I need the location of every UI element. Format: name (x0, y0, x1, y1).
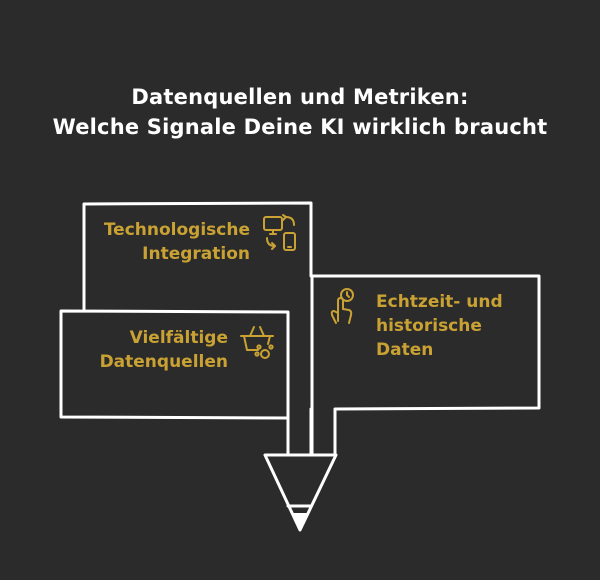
label-realtime-line-3: Daten (376, 340, 434, 360)
label-technology-line-1: Technologische (103, 220, 250, 240)
basket-icon (240, 326, 274, 359)
label-realtime-line-1: Echtzeit- und (376, 292, 503, 312)
label-realtime-line-2: historische (376, 316, 482, 336)
label-technology-line-2: Integration (142, 244, 250, 264)
hand-clock-icon (330, 288, 354, 324)
page-title: Datenquellen und Metriken: Welche Signal… (0, 82, 600, 142)
title-line-2: Welche Signale Deine KI wirklich braucht (52, 115, 548, 139)
label-sources-line-2: Datenquellen (99, 352, 228, 372)
label-sources-line-1: Vielfältige (129, 328, 228, 348)
devices-sync-icon (263, 214, 296, 251)
label-technology: Technologische Integration (88, 218, 250, 266)
label-realtime: Echtzeit- und historische Daten (376, 290, 503, 362)
pencil-stem (286, 407, 313, 457)
pencil-tip (263, 453, 338, 532)
title-line-1: Datenquellen und Metriken: (131, 85, 469, 109)
label-sources: Vielfältige Datenquellen (82, 326, 228, 374)
box-technology (82, 201, 313, 313)
pencil-lead (291, 513, 309, 531)
